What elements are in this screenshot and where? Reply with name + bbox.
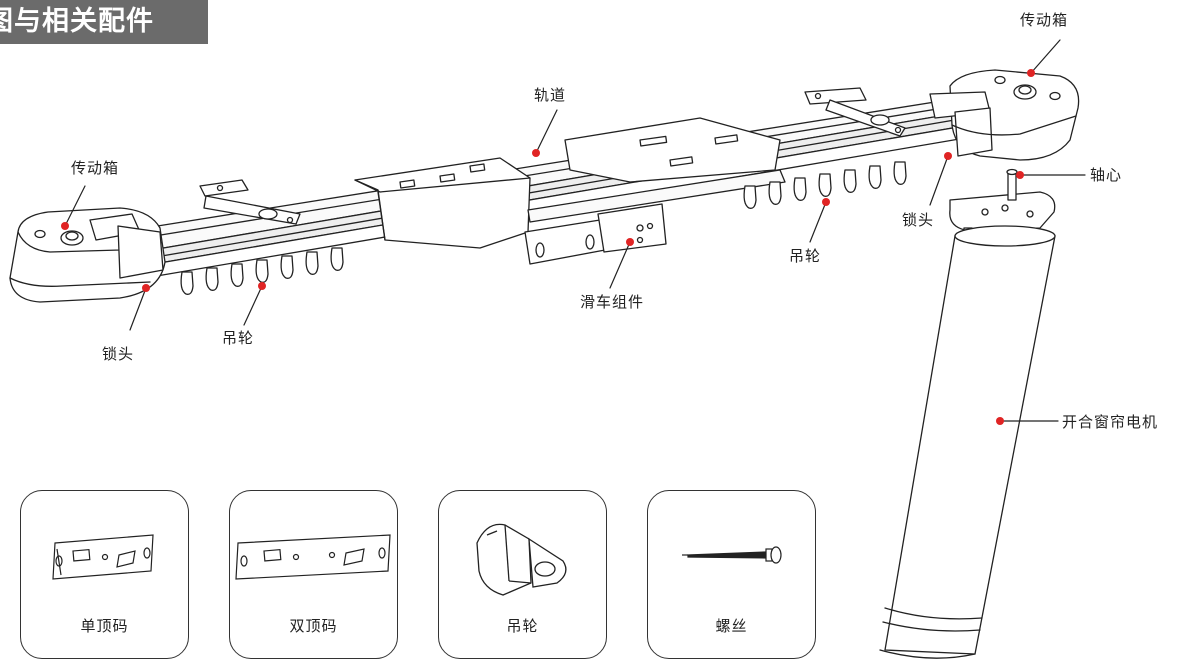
screw-icon — [682, 546, 782, 564]
pulley-row-right — [743, 161, 907, 209]
pulley-icon — [476, 523, 567, 596]
label-pulley-right: 吊轮 — [789, 247, 822, 265]
leader-dots — [61, 69, 1035, 425]
gearbox-right — [929, 69, 1080, 161]
label-motor: 开合窗帘电机 — [1062, 413, 1159, 431]
accessory-card-screw: 螺丝 — [647, 490, 816, 659]
slider-assembly — [524, 203, 667, 265]
top-bracket-right — [804, 87, 906, 137]
leader-lines — [64, 39, 1086, 422]
top-bracket-left — [199, 179, 301, 225]
accessory-label: 双顶码 — [289, 617, 338, 635]
page-title: 图与相关配件 — [0, 6, 154, 37]
accessory-label: 螺丝 — [715, 617, 748, 635]
label-lock-right: 锁头 — [902, 211, 935, 229]
label-pulley-left: 吊轮 — [222, 329, 255, 347]
label-track: 轨道 — [534, 86, 567, 104]
accessory-label: 单顶码 — [80, 617, 129, 635]
label-gearbox-left: 传动箱 — [71, 159, 120, 177]
curtain-motor — [879, 168, 1056, 659]
label-gearbox-right: 传动箱 — [1020, 11, 1069, 29]
label-shaft: 轴心 — [1090, 166, 1123, 184]
accessory-card-pulley: 吊轮 — [438, 490, 607, 659]
gearbox-left — [9, 207, 166, 303]
pulley-row-left — [180, 247, 344, 295]
accessory-card-double-bracket: 双顶码 — [229, 490, 398, 659]
center-carriage — [354, 117, 786, 249]
double-bracket-icon — [235, 534, 391, 580]
label-lock-left: 锁头 — [102, 345, 135, 363]
label-carriage: 滑车组件 — [580, 293, 645, 311]
title-banner: 图与相关配件 — [0, 0, 208, 44]
single-bracket-icon — [52, 534, 154, 580]
accessory-label: 吊轮 — [506, 617, 539, 635]
accessory-card-single-bracket: 单顶码 — [20, 490, 189, 659]
